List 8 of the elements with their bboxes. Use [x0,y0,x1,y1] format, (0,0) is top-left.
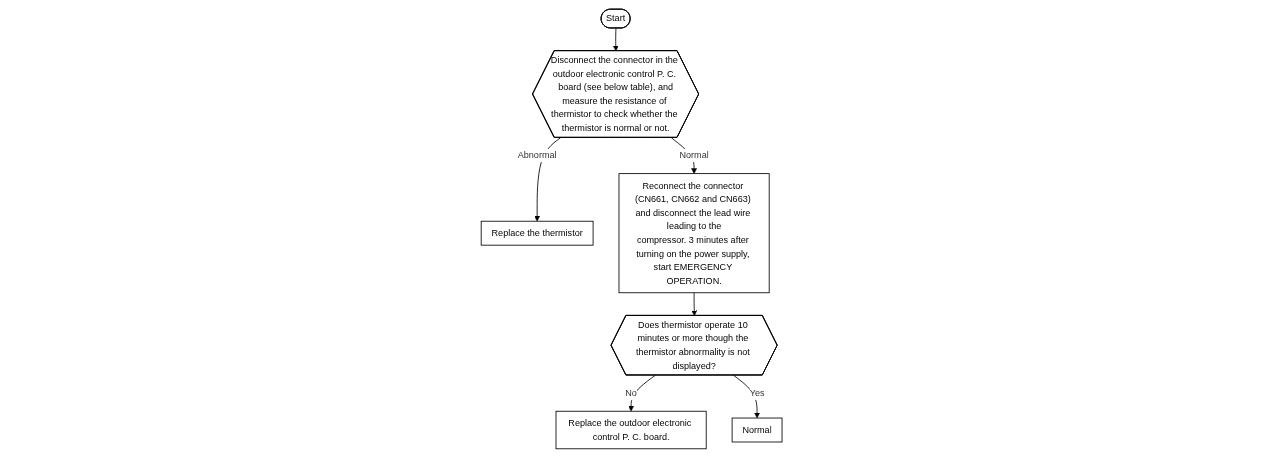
edge-label: Normal [679,150,710,161]
edge-label: No [625,387,638,398]
node-box: Normal [732,417,783,443]
edge-label: Abnormal [518,150,557,161]
node-box: Replace the outdoor electronic control P. C. board. [555,410,707,450]
edge-label: Yes [750,387,765,398]
node-box: Replace the thermistor [481,220,594,246]
node-box: Reconnect the connector (CN661, CN662 and CN663) and disconnect the lead wire leading to the compressor. 3 minutes after turning on the power supply, start EMERGENCY OPERATION. [618,173,770,294]
